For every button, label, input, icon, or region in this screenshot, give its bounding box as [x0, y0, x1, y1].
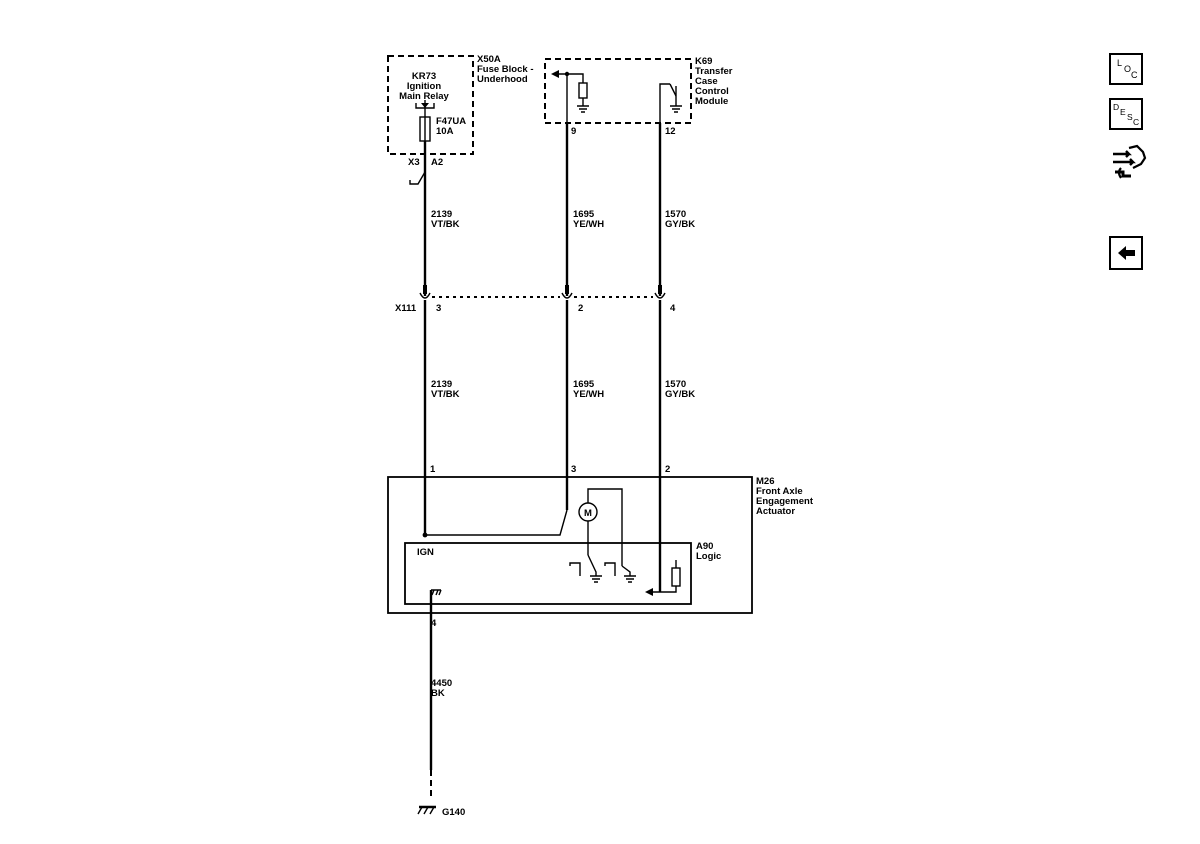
wire-2139-lower-color: VT/BK — [431, 389, 460, 400]
k69-name-line-4: Module — [695, 96, 728, 107]
k69-pin12-switch-icon — [659, 83, 682, 123]
x3-connector-pin-icon — [409, 171, 426, 185]
wire-1695-lower-color: YE/WH — [573, 389, 604, 400]
x50a-fuse-block-outline — [387, 55, 474, 155]
g140-ref: G140 — [442, 807, 465, 818]
a90-ref: A90 — [696, 541, 713, 552]
svg-text:S: S — [1127, 112, 1133, 122]
back-arrow-icon — [1118, 246, 1135, 260]
wire-1570-lower-color: GY/BK — [665, 389, 695, 400]
wire-1570-lower-circuit: 1570 — [665, 379, 686, 390]
wire-1570-upper-color: GY/BK — [665, 219, 695, 230]
m26-name-line-3: Actuator — [756, 506, 795, 517]
wire-2139-lower-circuit: 2139 — [431, 379, 452, 390]
x50a-name-line-1: Fuse Block - — [477, 64, 534, 75]
svg-text:O: O — [1124, 64, 1131, 74]
k69-name-line-3: Control — [695, 86, 729, 97]
back-button[interactable] — [1109, 236, 1143, 270]
x50a-ref: X50A — [477, 54, 501, 65]
location-icon: L O C — [1117, 58, 1138, 80]
wire-1570-upper-circuit: 1570 — [665, 209, 686, 220]
k69-name-line-2: Case — [695, 76, 718, 87]
wire-4450-circuit: 4450 — [431, 678, 452, 689]
svg-text:C: C — [1133, 117, 1139, 127]
k69-pin-12: 12 — [665, 126, 676, 137]
wire-2139-upper-circuit: 2139 — [431, 209, 452, 220]
desc-button[interactable]: D E S C — [1109, 98, 1143, 130]
svg-text:M: M — [584, 508, 592, 519]
wire-1695-upper-circuit: 1695 — [573, 209, 595, 220]
wire-1695-lower-circuit: 1695 — [573, 379, 595, 390]
k69-module-outline — [544, 58, 692, 124]
wire-4450-color: BK — [431, 688, 445, 699]
x111-connector — [419, 285, 666, 299]
svg-text:D: D — [1113, 102, 1119, 112]
connector-end-view-button[interactable] — [1109, 142, 1149, 182]
wire-2139-upper-color: VT/BK — [431, 219, 460, 230]
x111-ref: X111 — [395, 303, 417, 314]
m26-ref: M26 — [756, 476, 774, 487]
kr73-label-line-1: KR73 — [412, 71, 436, 82]
x111-pin-4: 4 — [670, 303, 676, 314]
kr73-label-line-3: Main Relay — [399, 91, 449, 102]
k69-pin9-internal-circuit — [551, 70, 589, 123]
m26-actuator-outline — [387, 476, 753, 614]
x111-pin-3: 3 — [436, 303, 441, 314]
m26-pin-1: 1 — [430, 464, 436, 475]
a90-ign-label: IGN — [417, 547, 434, 558]
x3-pin: A2 — [431, 157, 443, 168]
k69-name-line-1: Transfer — [695, 66, 733, 77]
x50a-name-line-2: Underhood — [477, 74, 528, 85]
f47ua-label-line-1: F47UA — [436, 116, 466, 127]
x3-ref: X3 — [408, 157, 420, 168]
connector-end-view-icon — [1113, 144, 1147, 179]
logic-switch-icon — [569, 554, 636, 583]
kr73-label-line-2: Ignition — [407, 81, 441, 92]
m26-name-line-1: Front Axle — [756, 486, 803, 497]
k69-ref: K69 — [695, 56, 712, 67]
motor-icon: M — [578, 488, 623, 566]
x111-pin-2: 2 — [578, 303, 583, 314]
a90-logic-outline — [404, 542, 692, 605]
relay-contact-icon — [415, 100, 435, 117]
chassis-ground-icon — [431, 589, 442, 596]
svg-text:C: C — [1131, 70, 1138, 80]
wire-1695-upper-color: YE/WH — [573, 219, 604, 230]
m26-pin-2: 2 — [665, 464, 670, 475]
f47ua-label-line-2: 10A — [436, 126, 454, 137]
description-icon: D E S C — [1113, 102, 1139, 127]
a90-name: Logic — [696, 551, 721, 562]
logic-input-resistor-icon — [645, 560, 681, 596]
loc-button[interactable]: L O C — [1109, 53, 1143, 85]
ground-g140-icon — [417, 805, 436, 815]
m26-pin-3: 3 — [571, 464, 576, 475]
svg-text:E: E — [1120, 107, 1126, 117]
k69-pin-9: 9 — [571, 126, 576, 137]
m26-pin-4: 4 — [431, 618, 437, 629]
svg-text:L: L — [1117, 58, 1122, 68]
m26-name-line-2: Engagement — [756, 496, 814, 507]
